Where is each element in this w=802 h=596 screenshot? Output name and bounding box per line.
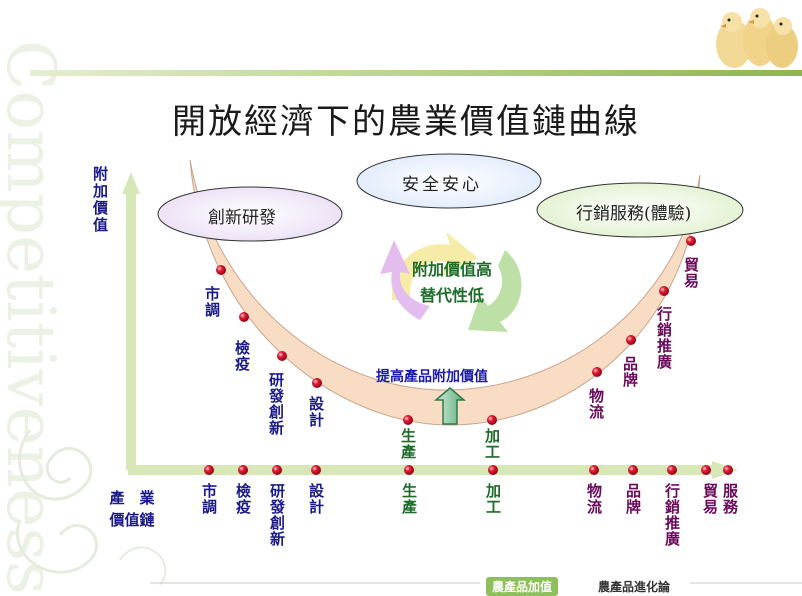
curve-dot xyxy=(487,415,497,425)
curve-dot xyxy=(592,367,602,377)
curve-label-brand: 品牌 xyxy=(621,356,639,388)
axis-dot xyxy=(589,465,599,475)
center-text: 附加價值高 替代性低 xyxy=(382,257,522,309)
curve-dot xyxy=(686,236,696,246)
curve-dot xyxy=(312,378,322,388)
axis-dot xyxy=(667,465,677,475)
axis-dot xyxy=(238,465,248,475)
oval-right xyxy=(536,182,744,238)
axis-label-service: 服務 xyxy=(721,483,739,515)
axis-label-marketing: 行銷推廣 xyxy=(663,483,681,547)
curve-label-processing: 加工 xyxy=(483,428,501,460)
curve-label-market-research: 市調 xyxy=(203,286,221,318)
axis-dot xyxy=(628,465,638,475)
axis-label-processing: 加工 xyxy=(484,483,502,515)
chick-image xyxy=(716,8,798,68)
axis-dot xyxy=(701,465,711,475)
curve-label-trade: 貿易 xyxy=(682,257,700,289)
chain-label: 產 業 價值鏈 xyxy=(86,487,178,531)
watermark-decoration: Competitiveness xyxy=(0,40,167,595)
curve-dot xyxy=(239,312,249,322)
axis-dot xyxy=(404,465,414,475)
increase-arrow-icon xyxy=(433,387,467,425)
axes xyxy=(122,172,738,479)
curve-label-logistics: 物流 xyxy=(587,388,605,420)
curve-dot xyxy=(626,335,636,345)
curve-label-production: 生產 xyxy=(399,428,417,460)
center-line-2: 替代性低 xyxy=(419,286,484,305)
curve-label-quarantine: 檢疫 xyxy=(233,340,251,372)
value-curve-band xyxy=(189,159,701,426)
axis-dot xyxy=(723,465,733,475)
axis-label-design: 設計 xyxy=(307,483,325,515)
oval-top xyxy=(356,153,542,209)
curve-dot xyxy=(216,265,226,275)
axis-label-logistics: 物流 xyxy=(585,483,603,515)
chain-label-line-1: 產 業 xyxy=(109,489,155,507)
oval-top-label: 安全安心 xyxy=(402,175,482,195)
header-bar xyxy=(30,70,802,76)
page-title: 開放經濟下的農業價值鏈曲線 xyxy=(172,102,640,142)
axis-dot xyxy=(488,465,498,475)
axis-dot xyxy=(311,465,321,475)
improve-label: 提高產品附加價值 xyxy=(376,369,488,385)
oval-left-label: 創新研發 xyxy=(208,208,276,228)
axis-label-rnd: 研發創新 xyxy=(268,483,286,547)
curve-dots xyxy=(216,236,696,425)
axis-label-trade: 貿易 xyxy=(701,483,719,515)
curve-label-marketing: 行銷推廣 xyxy=(655,306,673,370)
axis-label-production: 生產 xyxy=(400,483,418,515)
axis-dot xyxy=(272,465,282,475)
y-axis-label: 附加價值 xyxy=(91,166,109,234)
curve-dot xyxy=(403,415,413,425)
center-line-1: 附加價值高 xyxy=(411,260,492,279)
footer-text: 農產品進化論 xyxy=(598,580,671,594)
chain-label-line-2: 價值鏈 xyxy=(109,511,155,529)
oval-left xyxy=(157,186,343,242)
axis-dots xyxy=(204,465,733,475)
axis-label-quarantine: 檢疫 xyxy=(234,483,252,515)
curve-label-rnd: 研發創新 xyxy=(267,372,285,436)
curve-label-design: 設計 xyxy=(307,396,325,428)
axis-label-brand: 品牌 xyxy=(624,483,642,515)
curve-dot xyxy=(277,351,287,361)
curve-dot xyxy=(659,286,669,296)
svg-text:Competitiveness: Competitiveness xyxy=(0,40,69,595)
cycle-arrows-icon xyxy=(380,232,522,332)
footer-badge: 農產品加值 xyxy=(486,577,559,596)
axis-label-market-research: 市調 xyxy=(200,483,218,515)
oval-right-label: 行銷服務(體驗) xyxy=(576,204,692,224)
axis-dot xyxy=(204,465,214,475)
